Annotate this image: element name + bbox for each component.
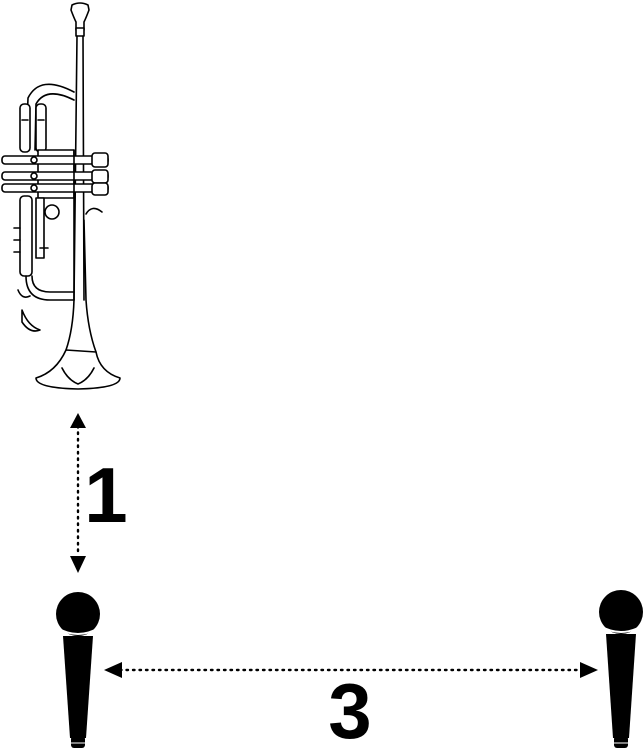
vertical-distance-label: 1 <box>84 451 127 539</box>
vertical-distance-arrow <box>70 413 86 573</box>
microphone-icon <box>599 590 643 748</box>
microphone-icon <box>56 592 100 748</box>
trumpet-icon <box>1 2 121 390</box>
horizontal-distance-arrow <box>104 662 598 678</box>
horizontal-distance-label: 3 <box>328 667 371 750</box>
